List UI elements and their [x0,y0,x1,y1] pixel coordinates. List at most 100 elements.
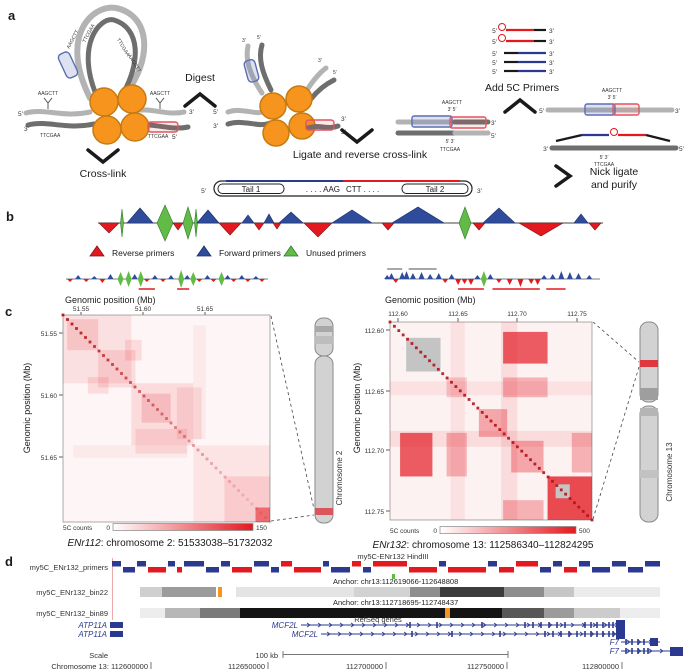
end-label: 3′ [549,60,555,67]
intron-arrow-icon [361,622,366,628]
mini-primer-track-left [66,270,268,290]
mini-primer-R [230,279,237,282]
end-pair-label: 5′ 3′ [446,139,455,145]
end-label: 5′ [539,108,545,115]
intron-arrow-icon [471,622,476,628]
intron-arrow-icon [337,631,342,637]
primer-block-r [352,561,361,567]
dna-strand-dark [305,123,341,131]
chevron-down-icon [340,128,374,145]
diagonal-dot [450,380,453,384]
panel-d-letter: d [5,554,13,569]
intron-arrow-icon [381,631,386,637]
anchor2-label: Anchor: chr13:112718695-112748437 [333,598,458,607]
primer-triangle-F [330,209,374,224]
primer-block-b [553,561,562,567]
heatmap-block [255,507,270,522]
bin-segment [236,587,354,597]
heatmap-block [450,322,465,520]
position-first: Chromosome 13: 112600000 [51,662,148,671]
mini-primer-F [558,271,565,279]
bin-segment [450,608,502,618]
primer-block-b [592,567,610,573]
mini-primer-F [388,273,395,279]
heatmap-block [193,325,206,440]
diagonal-dot [586,514,590,518]
colorbar-min: 0 [106,525,110,532]
legend-label-forward: Forward primers [219,248,281,258]
diagonal-dot [419,350,423,354]
mini-primer-F [107,274,114,279]
diagonal-dot [88,340,92,344]
diagonal-dot [524,454,528,457]
x-axis-left: 51.55 51.60 51.65 [73,306,214,315]
end-pair-label: 3′ 5′ [448,107,457,113]
y-axis-right: 112.60 112.65 112.70 112.75 [365,328,390,516]
anchor1-label: Anchor: chr13:112619066-112648808 [333,577,458,586]
mini-primer-F [204,275,211,279]
counts-label: 5C counts [63,525,93,532]
heatmap-block [63,315,132,384]
gene-label-f7: F7 [610,647,620,656]
position-tick-label: 112700000 [346,662,383,671]
diagonal-dot [441,372,445,376]
mini-primer-F [384,275,391,279]
diagonal-dot [551,479,554,483]
end-label: 3′ [675,108,681,115]
diagonal-dot [436,367,440,371]
y-axis-title-left: Genomic position (Mb) [22,363,32,454]
heatmap-right [388,320,594,522]
primer-triangle-R [472,222,486,231]
mini-primer-U [137,271,144,287]
mini-primer-U [117,272,124,286]
panel-c: c Genomic position (Mb) 51.55 51.60 51.6… [5,268,674,551]
chromosome-arm [314,355,334,524]
intron-arrow-icon [502,631,507,637]
primer-block-b [271,567,279,573]
end-label: 5′ [492,69,498,76]
diagonal-dot [210,462,213,465]
site-label: AAGCTT [442,100,462,106]
mini-primer-F [541,275,548,279]
legend-marker-R [89,245,105,257]
chromosome-band [640,388,658,400]
primer-triangle-F [263,213,275,224]
end-label: 5′ [201,188,207,195]
heatmap-block [400,432,433,477]
mini-primer-F [487,274,494,279]
end-label: 5′ [172,134,178,141]
mini-primer-R [455,279,462,285]
intron-arrow-icon [350,622,355,628]
primer-triangle-R [303,222,333,238]
mini-primer-R [468,279,474,285]
diagonal-dot [397,329,401,333]
bin-segment [574,587,660,597]
dna-strand-dark [25,121,97,129]
intron-arrow-icon [326,631,331,637]
end-label: 5′ [333,70,337,76]
colorbar-max: 150 [256,525,267,532]
forward-primer-box [57,51,79,79]
legend-label-reverse: Reverse primers [112,248,174,258]
panel-c-letter: c [5,304,12,319]
colorbar-gradient [112,523,254,531]
diagonal-dot [70,322,74,326]
diagonal-dot [223,475,227,479]
diagonal-dot [201,453,204,456]
mini-primer-R [67,279,74,282]
end-pair-label: 5′ 3′ [600,155,609,161]
bin-segment [620,608,660,618]
primer-triangle-F [278,211,304,224]
mini-primer-R [442,279,449,283]
primer-tail-line [555,133,583,143]
mini-primer-track-right [384,268,600,290]
primer-block-b [579,561,590,567]
intron-arrow-icon [416,622,421,628]
mini-primer-F [474,275,481,279]
bin89-track [140,608,660,618]
diagonal-dot [264,516,267,519]
caption-left: ENr112: chromosome 2: 51533038–51732032 [68,538,273,549]
mini-primer-R [528,279,535,284]
diagonal-dot [97,349,101,353]
